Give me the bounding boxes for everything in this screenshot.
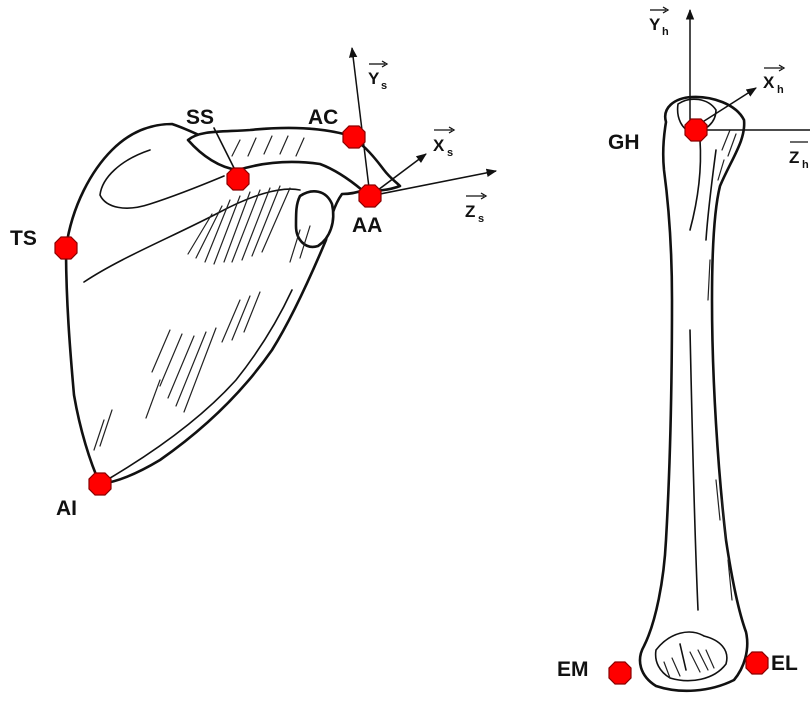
label-gh: GH bbox=[608, 131, 640, 154]
humerus-z-axis-label: Z h bbox=[789, 142, 809, 171]
scapula-x-axis-label: X s bbox=[433, 127, 454, 159]
landmark-gh bbox=[685, 119, 707, 141]
svg-text:h: h bbox=[777, 84, 784, 96]
label-em: EM bbox=[557, 658, 589, 681]
svg-text:Y: Y bbox=[649, 15, 661, 34]
label-el: EL bbox=[771, 652, 798, 675]
svg-text:s: s bbox=[478, 213, 484, 225]
humerus-outline bbox=[640, 97, 747, 691]
svg-text:X: X bbox=[433, 136, 445, 155]
label-aa: AA bbox=[352, 214, 382, 237]
scapula-y-axis-label: Y s bbox=[368, 61, 387, 92]
svg-text:h: h bbox=[662, 26, 669, 38]
svg-text:Z: Z bbox=[789, 148, 799, 167]
humerus-drawing bbox=[640, 97, 747, 691]
scapula-body bbox=[66, 124, 380, 484]
landmark-el bbox=[746, 652, 768, 674]
landmark-ai bbox=[89, 473, 111, 495]
svg-text:h: h bbox=[802, 159, 809, 171]
humerus-x-axis-label: X h bbox=[763, 65, 784, 96]
svg-text:Y: Y bbox=[368, 69, 380, 88]
landmark-ts bbox=[55, 237, 77, 259]
label-ai: AI bbox=[56, 497, 77, 520]
svg-text:Z: Z bbox=[465, 202, 475, 221]
label-ac: AC bbox=[308, 106, 338, 129]
coracoid-process bbox=[296, 191, 333, 247]
label-ts: TS bbox=[10, 227, 37, 250]
landmark-em bbox=[609, 662, 631, 684]
landmark-ss bbox=[227, 168, 249, 190]
svg-text:s: s bbox=[381, 80, 387, 92]
svg-text:X: X bbox=[763, 73, 775, 92]
label-ss: SS bbox=[186, 106, 214, 129]
landmark-aa bbox=[359, 185, 381, 207]
scapula-z-axis-label: Z s bbox=[465, 193, 486, 225]
svg-text:s: s bbox=[447, 147, 453, 159]
humerus-y-axis-label: Y h bbox=[649, 7, 669, 38]
landmark-ac bbox=[343, 126, 365, 148]
